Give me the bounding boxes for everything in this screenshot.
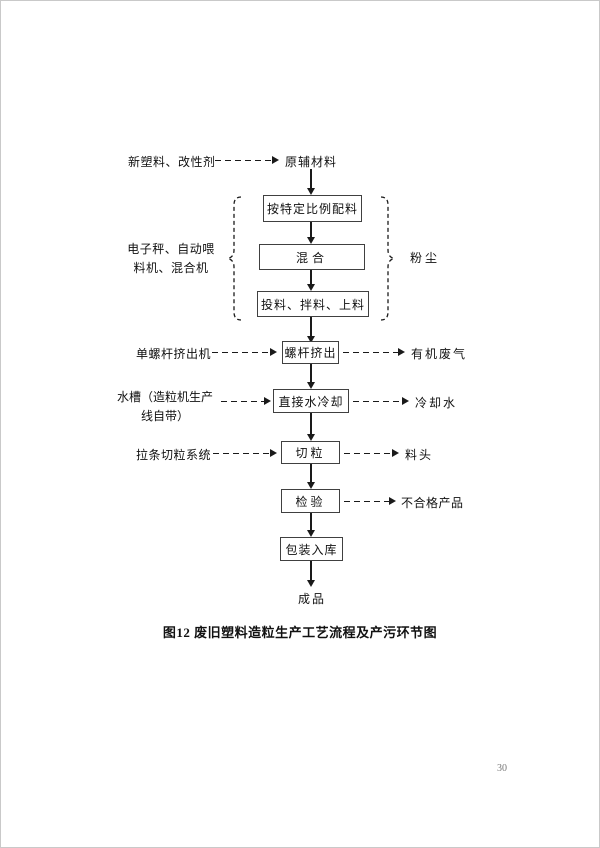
solid-line [310,561,312,582]
equipment-group-label-line2: 料机、混合机 [133,261,209,275]
figure-caption: 图12 废旧塑料造粒生产工艺流程及产污环节图 [162,625,438,640]
arrow-feeding-to-extrusion [306,317,316,343]
solid-line [310,222,312,239]
arrow-cooling-to-pelletizing [306,413,316,441]
solid-line [310,364,312,384]
dashed-line [212,351,272,354]
solid-line [310,513,312,532]
water-tank-label-line2: 线自带） [140,409,189,423]
dashed-line [215,159,274,162]
solid-line [310,464,312,484]
process-box-feeding: 投料、拌料、上料 [257,291,369,317]
pelletizer-equipment-label: 拉条切粒系统 [136,448,212,462]
dashed-line [213,452,272,455]
dashed-line [221,400,266,403]
water-tank-label-line1: 水槽（造粒机生产 [116,390,213,404]
dashed-line [343,351,400,354]
process-box-inspection: 检验 [281,489,340,513]
solid-line [310,169,312,190]
arrow-box-to-cooling-water [353,397,409,406]
arrow-mixing-to-feeding [306,270,316,291]
process-box-batching: 按特定比例配料 [263,195,362,222]
arrow-pelletizing-to-inspection [306,464,316,489]
scrap-label: 料头 [405,448,434,462]
waste-gas-label: 有机废气 [411,347,468,361]
cooling-water-label: 冷却水 [415,396,458,410]
arrow-water-tank-to-box [221,397,271,406]
arrow-box-to-scrap [344,449,399,458]
process-box-mixing: 混合 [259,244,365,270]
solid-line [310,270,312,286]
arrow-batching-to-mixing [306,222,316,244]
process-box-packaging: 包装入库 [280,537,343,561]
solid-line [310,413,312,436]
page-number: 30 [497,763,507,774]
arrow-pelletizer-to-box [213,449,277,458]
arrow-box-to-waste-gas [343,348,405,357]
extruder-equipment-label: 单螺杆挤出机 [136,347,212,361]
arrow-extruder-to-box [212,348,277,357]
water-tank-equipment-label: 水槽（造粒机生产 线自带） [111,388,219,426]
dashed-line [344,500,391,503]
arrow-packaging-to-product [306,561,316,587]
left-dashed-brace [227,196,242,321]
solid-line [310,317,312,338]
final-product-label: 成品 [298,592,327,606]
process-box-pelletizing: 切粒 [281,441,340,464]
arrow-raw-to-batching [306,169,316,195]
raw-material-label: 原辅材料 [285,155,338,169]
dashed-line [353,400,404,403]
dashed-line [344,452,394,455]
process-box-cooling: 直接水冷却 [273,389,349,413]
equipment-group-label-line1: 电子秤、自动喂 [127,242,215,256]
defective-product-label: 不合格产品 [401,496,464,510]
arrow-extrusion-to-cooling [306,364,316,389]
arrow-box-to-defective [344,497,396,506]
process-box-extrusion: 螺杆挤出 [282,341,339,364]
source-materials-label: 新塑料、改性剂 [128,155,216,169]
arrow-source-to-raw [215,156,279,165]
dust-emission-label: 粉尘 [410,251,441,265]
right-dashed-brace [380,196,395,321]
equipment-group-label: 电子秤、自动喂 料机、混合机 [115,240,227,278]
arrow-inspection-to-packaging [306,513,316,537]
